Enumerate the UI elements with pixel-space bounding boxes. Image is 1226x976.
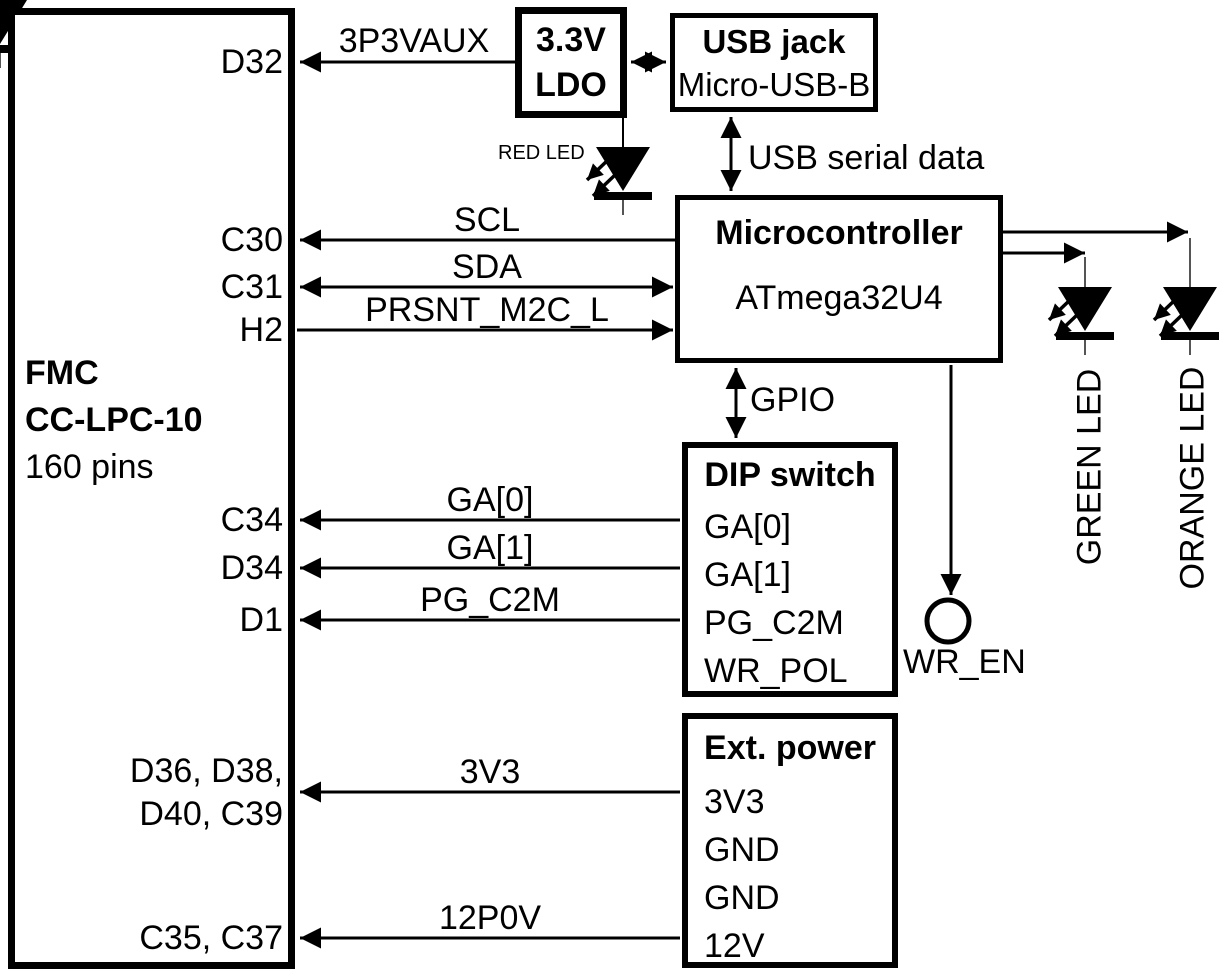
net-label-sda: SDA bbox=[452, 248, 522, 286]
net-label-ga0: GA[0] bbox=[446, 481, 534, 519]
dip-switch-box: DIP switch GA[0] GA[1] PG_C2M WR_POL bbox=[682, 442, 898, 697]
fmc-connector-box bbox=[8, 8, 295, 969]
dip-switch-row: PG_C2M bbox=[704, 604, 844, 642]
fmc-title-line1: FMC bbox=[25, 354, 99, 392]
pin-12v: C35, C37 bbox=[139, 919, 283, 957]
net-label-12p0v: 12P0V bbox=[438, 899, 542, 937]
dip-switch-row: WR_POL bbox=[704, 652, 848, 690]
pin-c30: C30 bbox=[220, 221, 283, 259]
wr-en-button-icon bbox=[924, 597, 972, 645]
orange-led-label: ORANGE LED bbox=[1173, 366, 1212, 590]
net-label-usb-serial: USB serial data bbox=[748, 139, 985, 177]
ext-power-row: 12V bbox=[704, 927, 765, 965]
ldo-label-line2: LDO bbox=[535, 66, 607, 104]
dip-switch-title: DIP switch bbox=[704, 456, 876, 494]
pin-d1: D1 bbox=[239, 601, 283, 639]
pin-d32: D32 bbox=[220, 43, 283, 81]
pin-c34: C34 bbox=[220, 501, 283, 539]
mcu-subtitle: ATmega32U4 bbox=[735, 279, 943, 317]
usb-jack-title: USB jack bbox=[702, 23, 846, 60]
ldo-box: 3.3V LDO bbox=[515, 7, 627, 118]
dip-switch-row: GA[0] bbox=[704, 508, 791, 546]
usb-jack-box: USB jack Micro-USB-B bbox=[670, 13, 878, 112]
net-label-scl: SCL bbox=[453, 201, 521, 239]
pin-h2: H2 bbox=[239, 311, 283, 349]
green-led-icon bbox=[1049, 287, 1114, 355]
net-label-3v3: 3V3 bbox=[459, 753, 521, 791]
net-label-3p3vaux: 3P3VAUX bbox=[338, 22, 490, 60]
mcu-title: Microcontroller bbox=[715, 214, 963, 252]
fmc-title-line2: CC-LPC-10 bbox=[25, 401, 203, 439]
pin-d34: D34 bbox=[220, 549, 283, 587]
orange-led-icon bbox=[1154, 287, 1219, 355]
green-led-label: GREEN LED bbox=[1070, 368, 1109, 566]
net-label-gpio: GPIO bbox=[750, 381, 836, 419]
fmc-title-line3: 160 pins bbox=[25, 448, 154, 486]
pin-3v3-line1: D36, D38, bbox=[129, 752, 283, 790]
wr-en-label: WR_EN bbox=[903, 643, 1026, 681]
ext-power-box: Ext. power 3V3 GND GND 12V bbox=[682, 713, 898, 968]
pin-c31: C31 bbox=[220, 268, 283, 306]
fmc-title: FMC CC-LPC-10 160 pins bbox=[25, 350, 203, 491]
usb-jack-subtitle: Micro-USB-B bbox=[677, 66, 871, 103]
net-label-ga1: GA[1] bbox=[446, 529, 534, 567]
pin-3v3-line2: D40, C39 bbox=[139, 795, 283, 833]
ext-power-row: 3V3 bbox=[704, 783, 765, 821]
ext-power-row: GND bbox=[704, 831, 780, 869]
dip-switch-rows: GA[0] GA[1] PG_C2M WR_POL bbox=[688, 503, 892, 695]
red-led-label: RED LED bbox=[498, 142, 585, 164]
ext-power-row: GND bbox=[704, 879, 780, 917]
ext-power-title: Ext. power bbox=[704, 729, 876, 767]
ldo-label-line1: 3.3V bbox=[536, 21, 606, 59]
net-label-prsnt: PRSNT_M2C_L bbox=[365, 291, 609, 329]
pin-3v3-group: D36, D38, D40, C39 bbox=[110, 750, 283, 836]
mcu-box: Microcontroller ATmega32U4 bbox=[675, 195, 1003, 363]
ext-power-rows: 3V3 GND GND 12V bbox=[688, 778, 892, 970]
net-label-pg-c2m: PG_C2M bbox=[420, 581, 560, 619]
dip-switch-row: GA[1] bbox=[704, 556, 791, 594]
